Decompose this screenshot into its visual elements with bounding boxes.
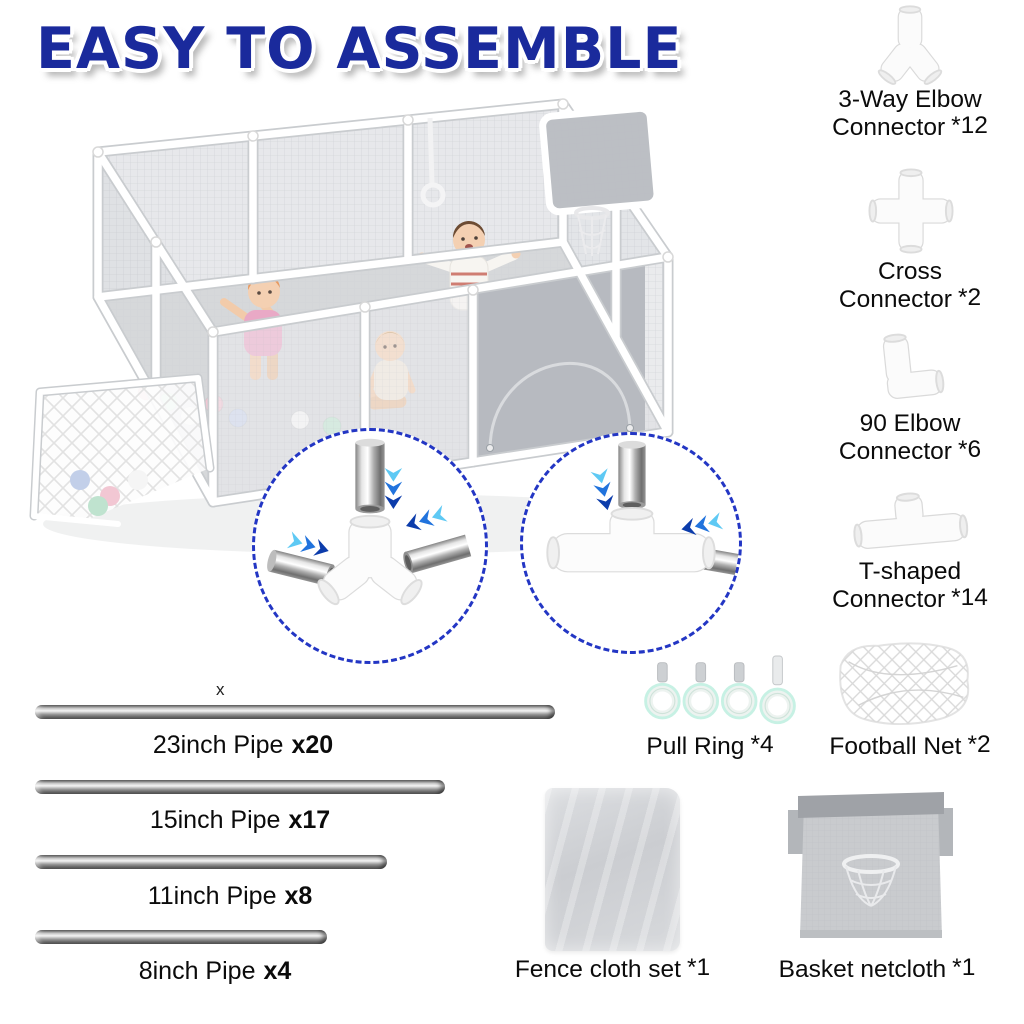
part-name: Football Net [829, 733, 962, 760]
stray-mark: x [216, 680, 225, 699]
pull-ring-icon [640, 655, 800, 727]
part-qty: *14 [951, 583, 988, 611]
pipe-qty: x8 [284, 882, 313, 910]
accessory-name: Pull Ring [646, 733, 745, 760]
90-elbow-connector-icon [868, 330, 952, 408]
part-name: 3-Way Elbow Connector [832, 86, 982, 141]
pipe-qty: x4 [263, 957, 292, 985]
insert-arrow-left [403, 504, 448, 535]
part-label-t-shaped: T-shaped Connector*14 [805, 558, 1015, 614]
soccer-goal [29, 373, 215, 527]
part-qty: *2 [967, 731, 991, 758]
pipe-name: 11inch Pipe [147, 882, 277, 910]
chrome-pipe-right [403, 534, 472, 574]
part-name: 90 Elbow Connector [838, 410, 961, 465]
pipe-11inch [35, 855, 387, 869]
football-net-icon [828, 636, 978, 730]
part-qty: *6 [957, 435, 982, 463]
accessory-qty: *1 [952, 954, 976, 981]
part-qty: *2 [957, 283, 982, 311]
three-way-corner-connector [317, 514, 423, 606]
accessory-qty: *1 [686, 954, 711, 981]
pipe-qty: x20 [291, 731, 334, 759]
accessory-qty: *4 [750, 731, 774, 758]
t-shaped-connector-icon [850, 490, 970, 554]
accessory-label-fence-cloth: Fence cloth set*1 [495, 954, 730, 984]
pipe-name: 15inch Pipe [149, 806, 281, 834]
insert-arrow-down [384, 468, 403, 509]
three-way-assembly-diagram [267, 438, 472, 606]
part-label-90-elbow: 90 Elbow Connector*6 [810, 410, 1010, 466]
pipe-15inch [35, 780, 445, 794]
hanging-pull-ring [420, 117, 446, 208]
part-name: Cross Connector [838, 258, 952, 313]
accessory-label-pull-ring: Pull Ring*4 [610, 731, 810, 761]
connector-assembly-zoom-1 [252, 428, 488, 664]
accessory-name: Fence cloth set [514, 956, 681, 983]
part-qty: *12 [951, 111, 988, 139]
basketball-hoop [539, 104, 661, 256]
pipe-qty: x17 [288, 806, 331, 834]
t-assembly-diagram [546, 440, 739, 576]
pipe-8inch [35, 930, 327, 944]
part-label-football-net: Football Net*2 [800, 731, 1020, 761]
fence-cloth-icon [545, 788, 680, 951]
accessory-name: Basket netcloth [778, 956, 947, 983]
chrome-pipe-vertical [618, 444, 646, 506]
cross-connector-icon [866, 168, 956, 254]
part-label-cross: Cross Connector*2 [810, 258, 1010, 314]
pipe-23inch [35, 705, 555, 719]
page-title: EASY TO ASSEMBLE [36, 16, 683, 82]
chrome-pipe-vertical [355, 442, 385, 509]
pipe-name: 23inch Pipe [152, 731, 284, 759]
three-way-elbow-connector-icon [862, 4, 958, 86]
basket-netcloth-icon [788, 788, 953, 948]
insert-arrow-down [590, 468, 617, 512]
part-label-3way-elbow: 3-Way Elbow Connector*12 [810, 86, 1010, 142]
part-name: T-shaped Connector [832, 558, 962, 613]
accessory-label-basket-netcloth: Basket netcloth*1 [752, 954, 1002, 984]
t-shaped-connector [546, 507, 716, 573]
pipe-name: 8inch Pipe [138, 957, 256, 985]
connector-assembly-zoom-2 [520, 432, 742, 654]
